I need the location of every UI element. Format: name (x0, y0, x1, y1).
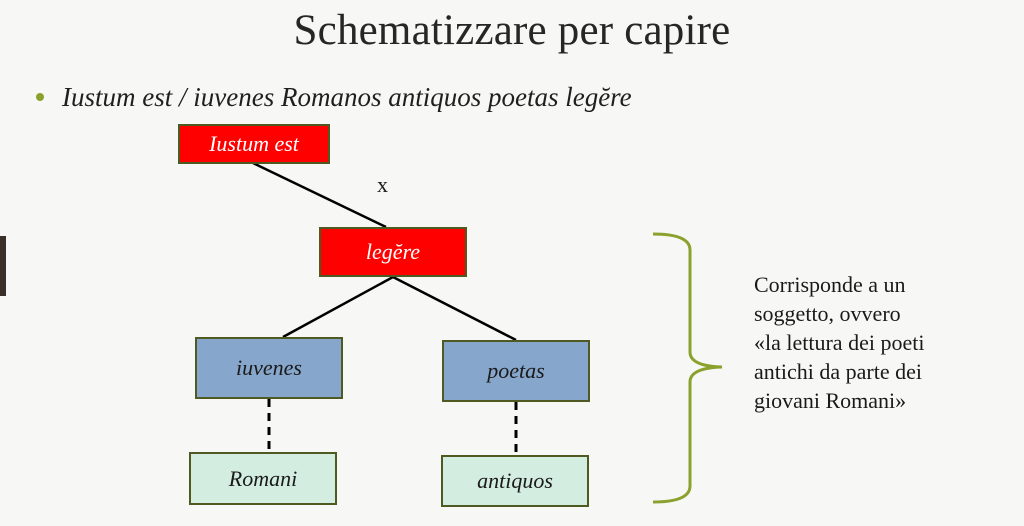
node-label: poetas (487, 358, 545, 383)
node-antiquos: antiquos (441, 455, 589, 507)
bullet-text: Iustum est / iuvenes Romanos antiquos po… (62, 82, 632, 112)
node-label: iuvenes (236, 355, 302, 380)
left-edge-tab (0, 236, 6, 296)
note-line: soggetto, ovvero (754, 301, 901, 326)
bullet-dot-icon (36, 92, 44, 101)
note-line: «la lettura dei poeti (754, 330, 925, 355)
node-iuvenes: iuvenes (195, 337, 343, 399)
explanation-note: Corrisponde a un soggetto, ovvero «la le… (754, 270, 1004, 415)
node-poetas: poetas (442, 340, 590, 402)
note-line: giovani Romani» (754, 388, 907, 413)
node-label: antiquos (477, 468, 553, 493)
edge-legere-poetas (392, 275, 517, 342)
curly-brace-icon (652, 232, 723, 504)
node-iustum-est: Iustum est (178, 124, 330, 164)
slide-title: Schematizzare per capire (293, 7, 731, 54)
note-line: antichi da parte dei (754, 359, 922, 384)
node-label: Romani (228, 465, 298, 491)
edge-legere-iuvenes (282, 275, 394, 339)
bullet-item: Iustum est / iuvenes Romanos antiquos po… (36, 82, 632, 113)
note-line: Corrisponde a un (754, 272, 906, 297)
node-label: Iustum est (209, 131, 299, 156)
edge-iustum-legere (252, 161, 387, 229)
node-legere: legĕre (319, 227, 467, 277)
node-label: legĕre (365, 239, 421, 264)
edge-label-x: x (377, 172, 388, 197)
node-romani: Romani (189, 452, 337, 505)
